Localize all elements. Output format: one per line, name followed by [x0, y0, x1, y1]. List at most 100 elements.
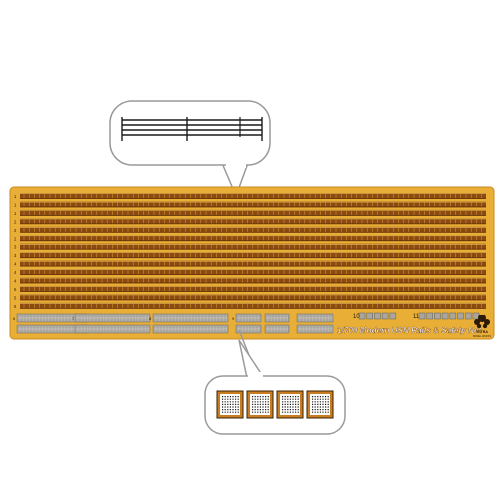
etched-part: [235, 324, 262, 334]
net-square: [389, 312, 397, 320]
brand-logo: TETRA MODEL WORKS: [473, 313, 492, 338]
rail-row-number: 2: [14, 219, 17, 224]
brand-subtitle: MODEL WORKS: [473, 335, 492, 338]
rail-stanchions: [23, 261, 482, 266]
rail-row: [20, 193, 486, 199]
net-square: [472, 312, 480, 320]
etched-part: [264, 324, 290, 334]
rail-stanchions: [23, 286, 482, 291]
rail-row-number: 1: [14, 211, 17, 216]
net-square: [464, 312, 472, 320]
etched-part: [296, 313, 334, 323]
rail-row: [20, 277, 486, 284]
net-square: [358, 312, 366, 320]
rail-rows: [20, 193, 486, 309]
net-detail-callout: [204, 329, 346, 435]
rail-stanchions: [23, 253, 482, 258]
rail-detail-callout: [109, 100, 271, 199]
part-mesh: [155, 315, 227, 321]
rail-row-number: 2: [14, 236, 17, 241]
part-number: 7: [72, 316, 75, 321]
part-mesh: [299, 315, 333, 321]
safety-net-parts: [358, 312, 480, 320]
safety-net-closeup: [216, 390, 334, 419]
rail-row: [20, 201, 486, 208]
etched-part: [152, 324, 229, 334]
rail-row: [20, 260, 486, 267]
rail-stanchions: [23, 202, 482, 207]
etched-part: [74, 313, 151, 323]
part-number-11: 11: [413, 314, 420, 320]
rail-row-number: 1: [14, 194, 17, 199]
net-square: [434, 312, 441, 320]
rail-stanchions: [23, 219, 482, 224]
part-number: 6: [13, 316, 16, 321]
rail-row-number: 4: [14, 270, 17, 275]
part-mesh: [77, 315, 149, 321]
net-square: [449, 312, 457, 320]
net-panel: [306, 390, 334, 419]
rail-row-number: 4: [14, 279, 17, 284]
part-mesh: [267, 326, 288, 332]
rail-stanchions: [23, 236, 482, 241]
net-square: [418, 312, 426, 320]
net-panel: [216, 390, 244, 419]
net-square: [381, 312, 389, 320]
callout-bubble-top: [109, 100, 271, 166]
part-mesh: [267, 315, 288, 321]
net-mesh: [282, 396, 299, 413]
part-mesh: [238, 326, 259, 332]
rail-stanchions: [23, 303, 482, 308]
rail-stanchions: [23, 210, 482, 215]
rail-row: [20, 235, 486, 242]
part-number: 8: [149, 316, 152, 321]
net-square: [366, 312, 374, 320]
etched-part: [264, 313, 290, 323]
rail-closeup: [121, 117, 263, 141]
part-mesh: [77, 326, 149, 332]
rail-stanchions: [23, 244, 482, 249]
rail-stanchions: [23, 194, 482, 198]
etched-part: [296, 324, 334, 334]
rail-row: [20, 252, 486, 259]
part-number: 9: [232, 316, 235, 321]
rail-row: [20, 209, 486, 216]
brand-name: TETRA: [476, 330, 488, 334]
rail-row-number: 4: [14, 262, 17, 267]
net-mesh: [252, 396, 269, 413]
net-square: [457, 312, 464, 320]
net-panel: [246, 390, 274, 419]
rail-row-number: 5: [14, 287, 17, 292]
rail-row: [20, 269, 486, 276]
net-square: [426, 312, 434, 320]
net-square: [441, 312, 449, 320]
rail-row: [20, 302, 486, 309]
net-square: [374, 312, 381, 320]
rail-row-number: 1: [14, 202, 17, 207]
rail-row: [20, 285, 486, 292]
rail-row-number: 5: [14, 295, 17, 300]
part-number-10: 10: [353, 314, 360, 320]
etched-part: [235, 313, 262, 323]
etched-part: [74, 324, 151, 334]
part-mesh: [19, 315, 85, 321]
rail-row-number: 3: [14, 253, 17, 258]
rail-stanchions: [23, 295, 482, 300]
net-mesh: [222, 396, 239, 413]
rail-stanchions: [23, 227, 482, 232]
rail-row: [20, 243, 486, 250]
rail-row: [20, 294, 486, 301]
part-mesh: [19, 326, 85, 332]
rail-stanchions: [23, 270, 482, 275]
product-title: 1/700 Modern USN Rails & Safety Net: [337, 326, 482, 335]
bottom-parts-area: 6 7 8 9: [13, 313, 334, 334]
net-panel: [276, 390, 304, 419]
rail-row-number: 3: [14, 245, 17, 250]
rail-stanchions: [23, 278, 482, 283]
rail-row: [20, 226, 486, 233]
etched-part: [152, 313, 229, 323]
rail-row: [20, 218, 486, 225]
